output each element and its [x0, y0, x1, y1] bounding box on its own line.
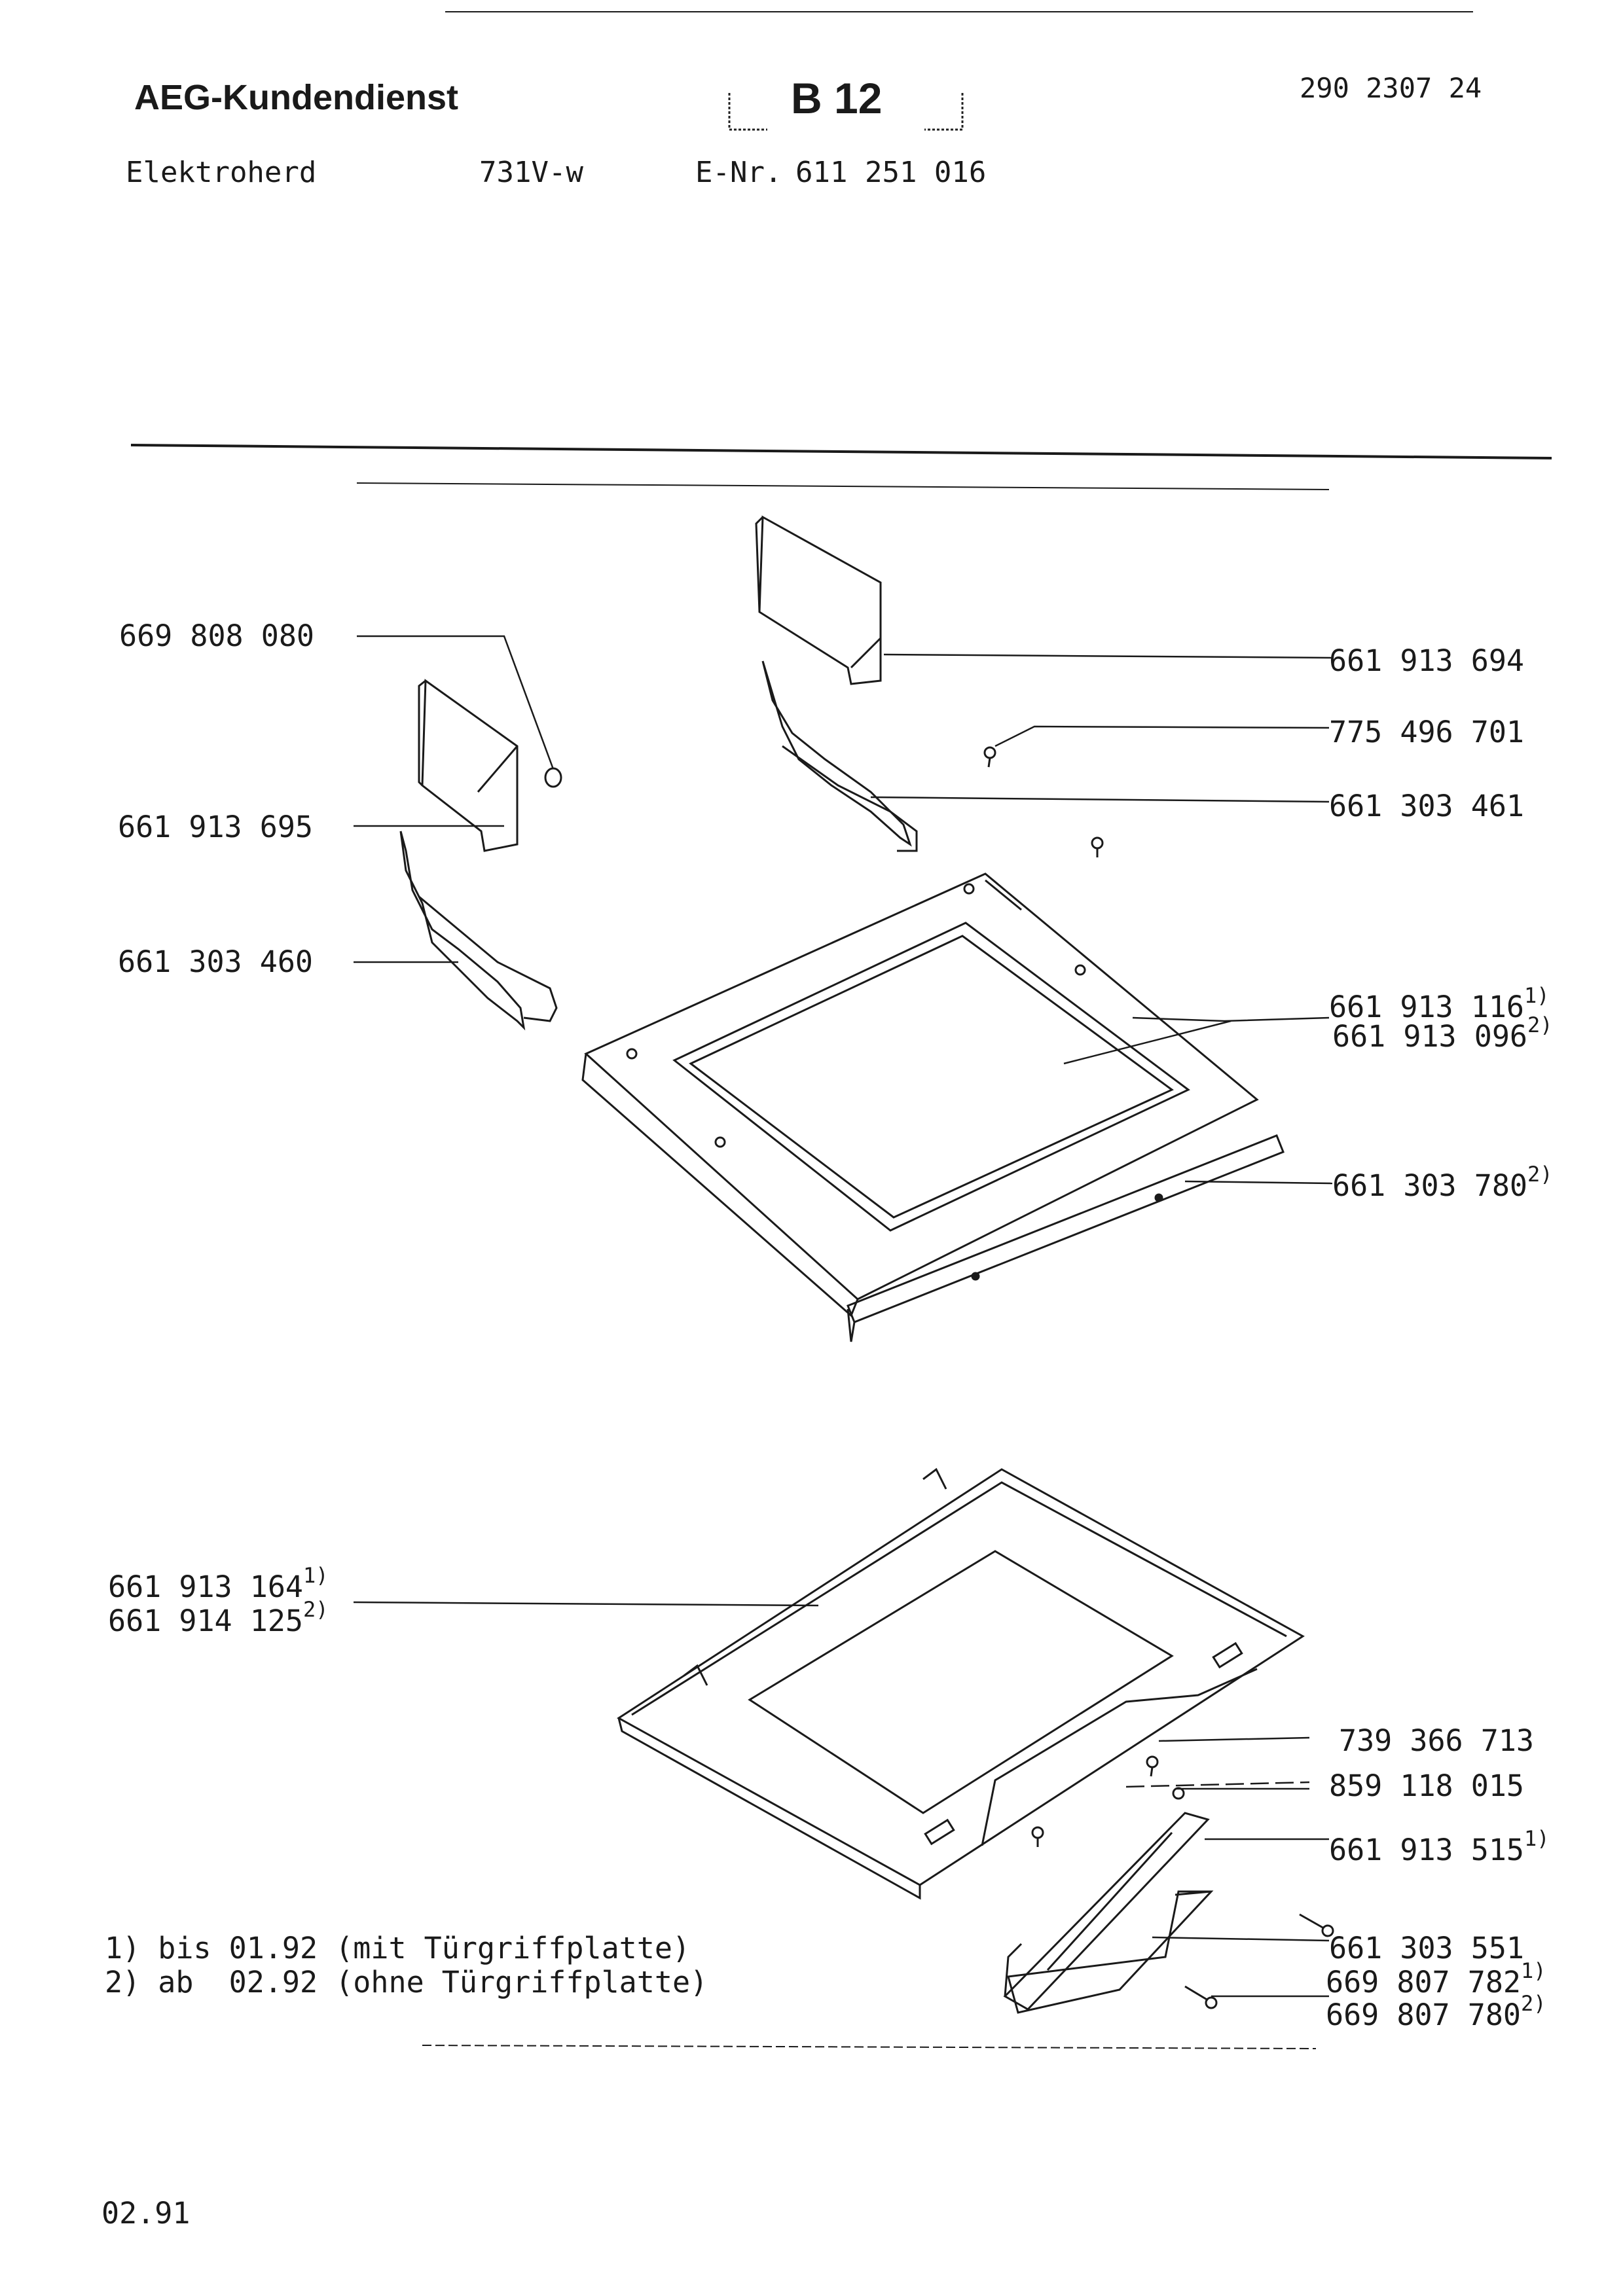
footnote: 1) bis 01.92 (mit Türgriffplatte): [105, 1931, 691, 1965]
leader-lines: [353, 635, 1333, 1998]
brand-title: AEG-Kundendienst: [134, 78, 458, 117]
section-code: B 12: [791, 74, 883, 122]
screw-icon: [1172, 1787, 1185, 1800]
part-label: 661 913 694: [1329, 643, 1525, 678]
model-name: 731V-w: [479, 156, 583, 189]
part-label: 669 808 080: [119, 619, 315, 653]
outer-door-panel: [617, 1467, 1305, 1900]
screw-icon: [1146, 1755, 1159, 1777]
part-label: 739 366 713: [1339, 1723, 1535, 1758]
hinge-arm-left: [399, 831, 558, 1031]
screw-icon: [1184, 1985, 1218, 2009]
part-label: 661 303 7802): [1332, 1162, 1553, 1203]
part-label: 669 807 7802): [1326, 1991, 1546, 2032]
inner-door-panel: [581, 872, 1259, 1318]
footer-date: 02.91: [101, 2196, 191, 2231]
part-label: 661 914 1252): [108, 1597, 329, 1638]
part-label: 661 303 551: [1329, 1931, 1525, 1965]
header-divider: [130, 444, 1552, 459]
e-nr-label: E-Nr.: [695, 156, 782, 189]
appliance-type: Elektroherd: [126, 156, 317, 189]
footnote: 2) ab 02.92 (ohne Türgriffplatte): [105, 1965, 708, 2000]
screw-icon: [1091, 836, 1104, 857]
door-handle: [1007, 1890, 1214, 2014]
bottom-strip: [847, 1134, 1285, 1342]
document-number: 290 2307 24: [1300, 72, 1482, 104]
e-nr-value: 611 251 016: [795, 156, 987, 189]
part-label: 661 913 5151): [1329, 1826, 1550, 1867]
part-label: 661 913 695: [118, 810, 314, 844]
part-label: 661 913 1161): [1329, 983, 1550, 1024]
hinge-cover-left: [418, 679, 562, 852]
part-label: 661 303 460: [118, 944, 314, 979]
screw-icon: [1031, 1826, 1044, 1847]
part-label: 661 913 0962): [1332, 1013, 1553, 1054]
screw-icon: [983, 746, 996, 768]
part-label: 661 303 461: [1329, 789, 1525, 823]
handle-mount: [1003, 1812, 1210, 2011]
part-label: 775 496 701: [1329, 715, 1525, 749]
screw-icon: [1299, 1913, 1334, 1937]
hinge-cover-right: [755, 515, 882, 685]
part-label: 859 118 015: [1329, 1768, 1525, 1803]
hinge-arm-right: [761, 660, 918, 852]
part-label: 669 807 7821): [1326, 1958, 1546, 2000]
part-label: 661 913 1641): [108, 1563, 329, 1604]
section-code-frame: [728, 93, 964, 131]
